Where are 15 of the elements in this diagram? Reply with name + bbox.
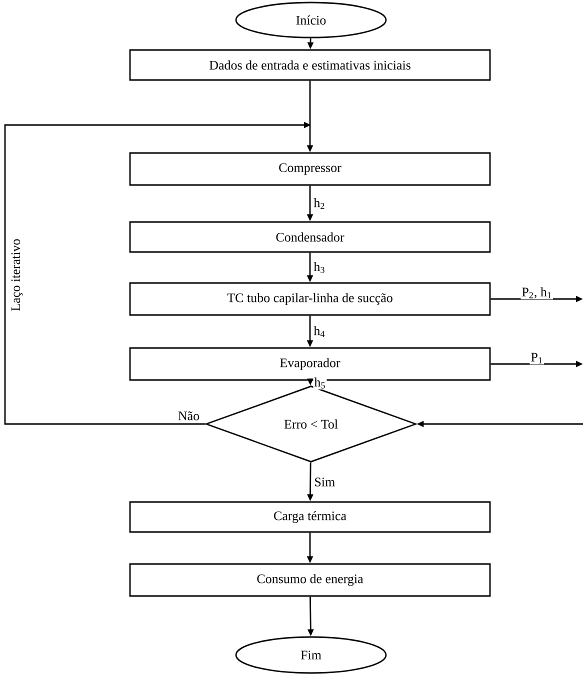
edge-label: P$_{1}$ <box>530 352 544 364</box>
edge-label: Não <box>176 410 201 422</box>
process-box: Carga térmica <box>129 501 491 533</box>
process-box: Compressor <box>129 152 491 186</box>
process-box: Condensador <box>129 221 491 253</box>
edge-label: h$_{5}$ <box>313 376 327 390</box>
loop-label: Laço iterativo <box>11 239 23 311</box>
edge-label: P$_{2}$, h$_{1}$ <box>520 286 554 300</box>
edge-label: h$_{2}$ <box>312 197 326 210</box>
edge-label: h$_{4}$ <box>312 325 326 338</box>
process-box: Dados de entrada e estimativas iniciais <box>129 49 491 81</box>
process-box: Consumo de energia <box>129 563 491 597</box>
edge-label: Sim <box>313 476 336 488</box>
edge-label: h$_{3}$ <box>312 261 326 274</box>
process-box: TC tubo capilar-linha de sucção <box>129 282 491 316</box>
